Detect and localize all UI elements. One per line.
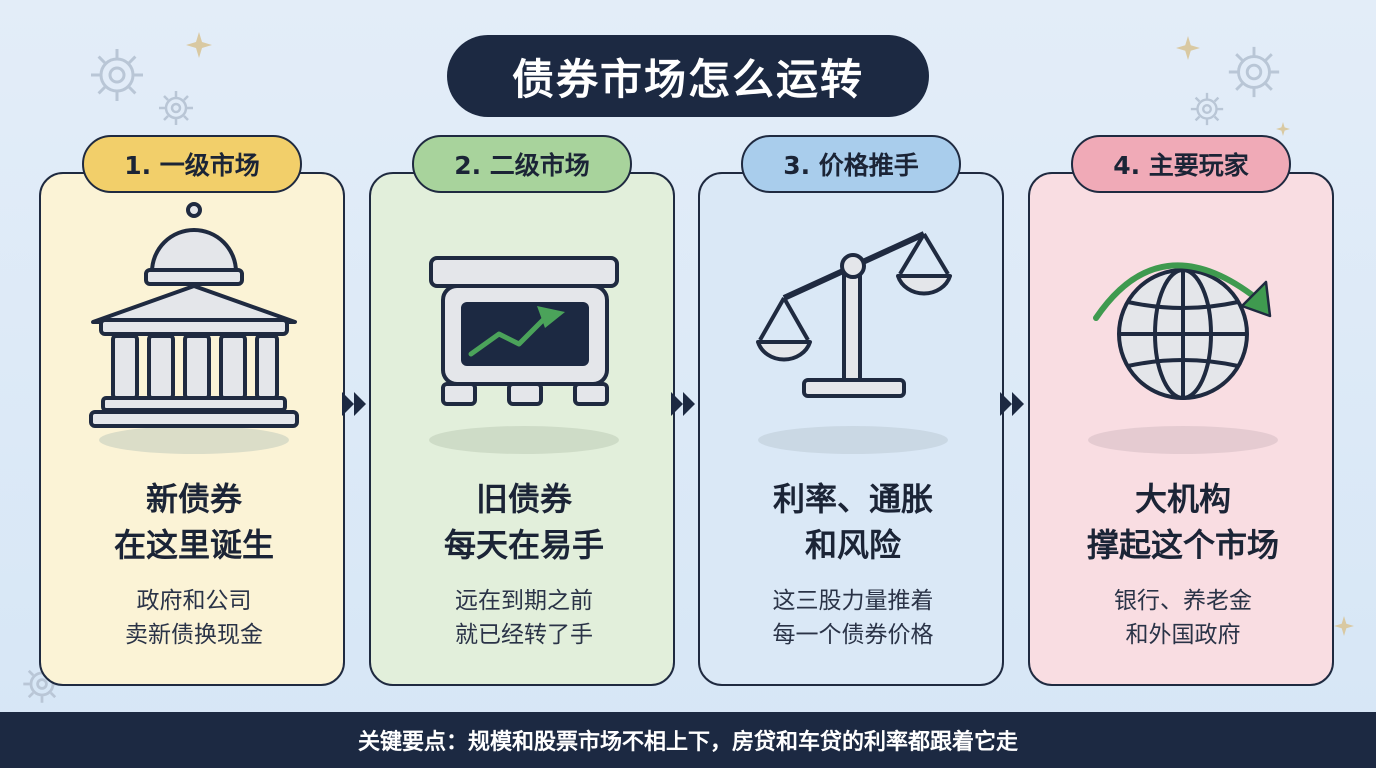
gear-icon bbox=[1228, 46, 1280, 98]
globe-icon bbox=[1088, 262, 1278, 454]
tab-primary-market: 1. 一级市场 bbox=[82, 135, 302, 193]
balance-scale-icon bbox=[756, 231, 952, 454]
gear-icon bbox=[91, 49, 143, 101]
key-takeaway-bar: 关键要点：规模和股票市场不相上下，房贷和车贷的利率都跟着它走 bbox=[0, 712, 1376, 768]
card-description-line2: 就已经转了手 bbox=[455, 622, 593, 648]
card-description-line1: 这三股力量推着 bbox=[772, 588, 934, 614]
card-heading-line1: 利率、通胀 bbox=[772, 480, 933, 518]
card-description-line2: 每一个债券价格 bbox=[772, 622, 934, 648]
page-title: 债券市场怎么运转 bbox=[447, 35, 929, 117]
card-heading-line2: 每天在易手 bbox=[443, 526, 604, 564]
tab-secondary-market: 2. 二级市场 bbox=[412, 135, 632, 193]
card-secondary-market: 旧债券 每天在易手 远在到期之前 就已经转了手 bbox=[369, 172, 675, 686]
double-chevron-right-icon bbox=[671, 392, 695, 416]
tab-key-players: 4. 主要玩家 bbox=[1071, 135, 1291, 193]
sparkle-icon bbox=[1176, 36, 1200, 60]
card-description-line1: 政府和公司 bbox=[136, 588, 252, 614]
card-heading-line1: 大机构 bbox=[1134, 480, 1231, 518]
sparkle-icon bbox=[186, 32, 212, 58]
card-description-line1: 远在到期之前 bbox=[455, 588, 593, 614]
double-chevron-right-icon bbox=[1000, 392, 1024, 416]
card-heading-line1: 旧债券 bbox=[475, 480, 572, 518]
sparkle-icon bbox=[1276, 122, 1290, 136]
card-heading-line2: 撑起这个市场 bbox=[1086, 526, 1279, 564]
double-chevron-right-icon bbox=[342, 392, 366, 416]
gear-icon bbox=[159, 91, 193, 125]
tab-price-drivers: 3. 价格推手 bbox=[741, 135, 961, 193]
card-heading-line2: 和风险 bbox=[804, 526, 901, 564]
government-building-icon bbox=[89, 202, 299, 454]
card-description-line2: 和外国政府 bbox=[1125, 622, 1241, 648]
trading-screen-icon bbox=[429, 256, 619, 454]
card-price-drivers: 利率、通胀 和风险 这三股力量推着 每一个债券价格 bbox=[698, 172, 1004, 686]
card-heading-line1: 新债券 bbox=[145, 480, 242, 518]
card-primary-market: 新债券 在这里诞生 政府和公司 卖新债换现金 bbox=[39, 172, 345, 686]
sparkle-icon bbox=[1334, 616, 1354, 636]
gear-icon bbox=[1190, 92, 1224, 126]
card-key-players: 大机构 撑起这个市场 银行、养老金 和外国政府 bbox=[1028, 172, 1334, 686]
card-heading-line2: 在这里诞生 bbox=[113, 526, 274, 564]
card-description-line1: 银行、养老金 bbox=[1114, 588, 1252, 614]
card-description-line2: 卖新债换现金 bbox=[125, 622, 263, 648]
